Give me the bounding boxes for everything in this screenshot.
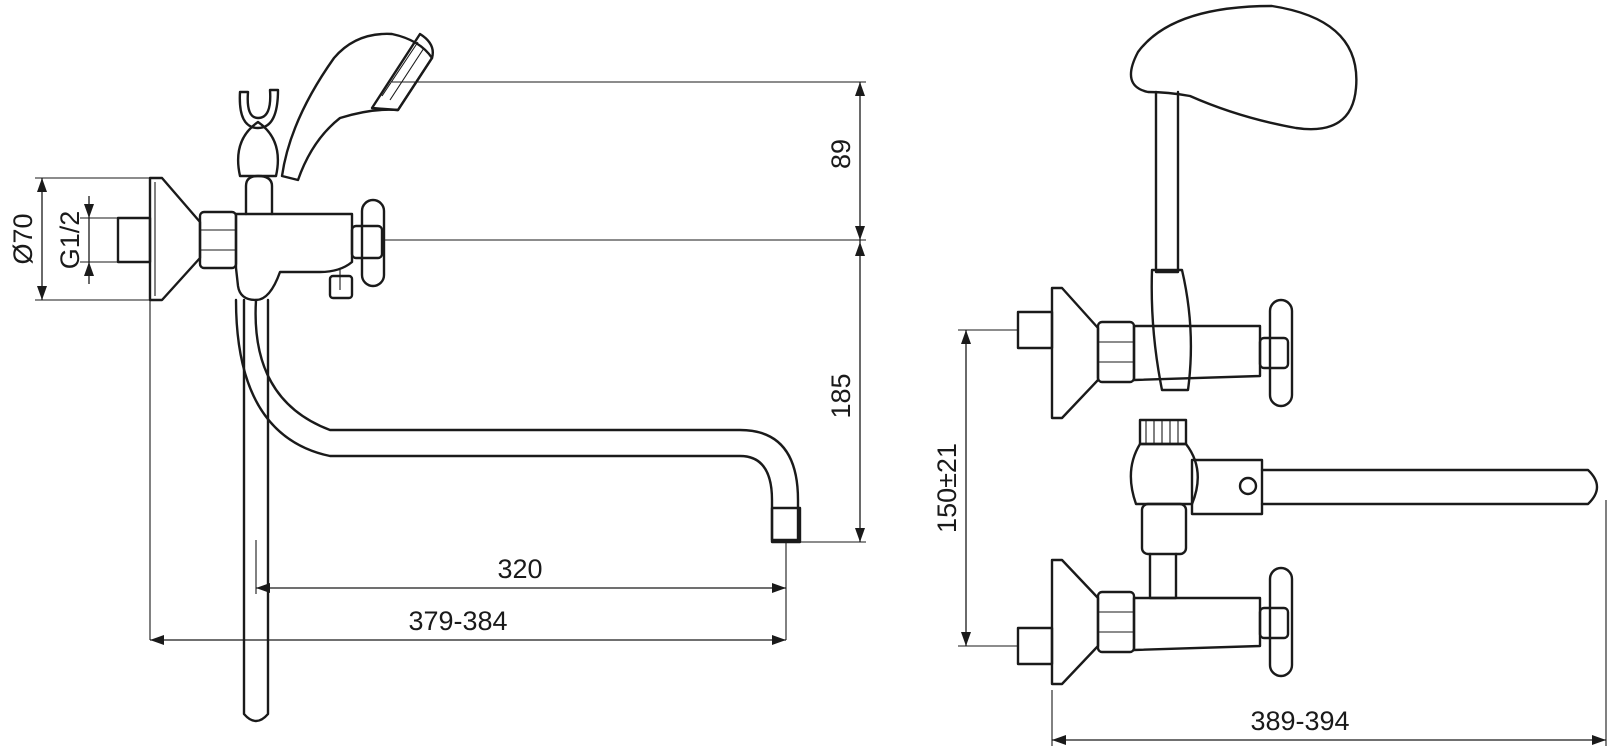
hand-shower: [280, 32, 434, 182]
top-view: 150±21 389-394: [932, 4, 1607, 746]
dim-inlet-spacing: 150±21: [932, 330, 971, 646]
swivel-spout: [234, 298, 800, 542]
overall-reach-label: 379-384: [408, 606, 507, 636]
shower-hose: [242, 298, 270, 723]
dim-overall-width: 389-394: [1052, 706, 1606, 745]
overall-width-label: 389-394: [1250, 706, 1349, 736]
cross-handle: [350, 224, 384, 260]
mixer-body: [234, 212, 354, 302]
diverter-neck: [244, 174, 274, 216]
shower-height-label: 89: [826, 139, 856, 169]
thread-label: G1/2: [55, 211, 85, 270]
spout-drop-label: 185: [826, 373, 856, 418]
dim-overall-reach: 379-384: [150, 606, 786, 645]
spout-top: [1129, 418, 1599, 556]
shower-head-top: [1129, 4, 1358, 131]
spout-aerator: [770, 506, 802, 544]
dim-flange-diameter: Ø70: [8, 178, 47, 300]
spout-reach-label: 320: [497, 554, 542, 584]
shower-handle-top: [1154, 90, 1180, 274]
dim-thread: G1/2: [55, 196, 94, 284]
inlet-spacing-label: 150±21: [932, 443, 962, 533]
dim-shower-height: 89: [826, 82, 865, 240]
hex-nut: [198, 210, 238, 270]
dim-spout-drop: 185: [826, 240, 865, 542]
wall-flange: [148, 176, 202, 302]
inlet-pipe: [116, 216, 152, 264]
shower-holder: [236, 120, 280, 178]
front-view: Ø70 G1/2 89 185 320: [8, 32, 866, 723]
lower-valve: [1016, 552, 1294, 686]
flange-diameter-label: Ø70: [8, 213, 38, 264]
dim-spout-reach: 320: [256, 554, 786, 593]
